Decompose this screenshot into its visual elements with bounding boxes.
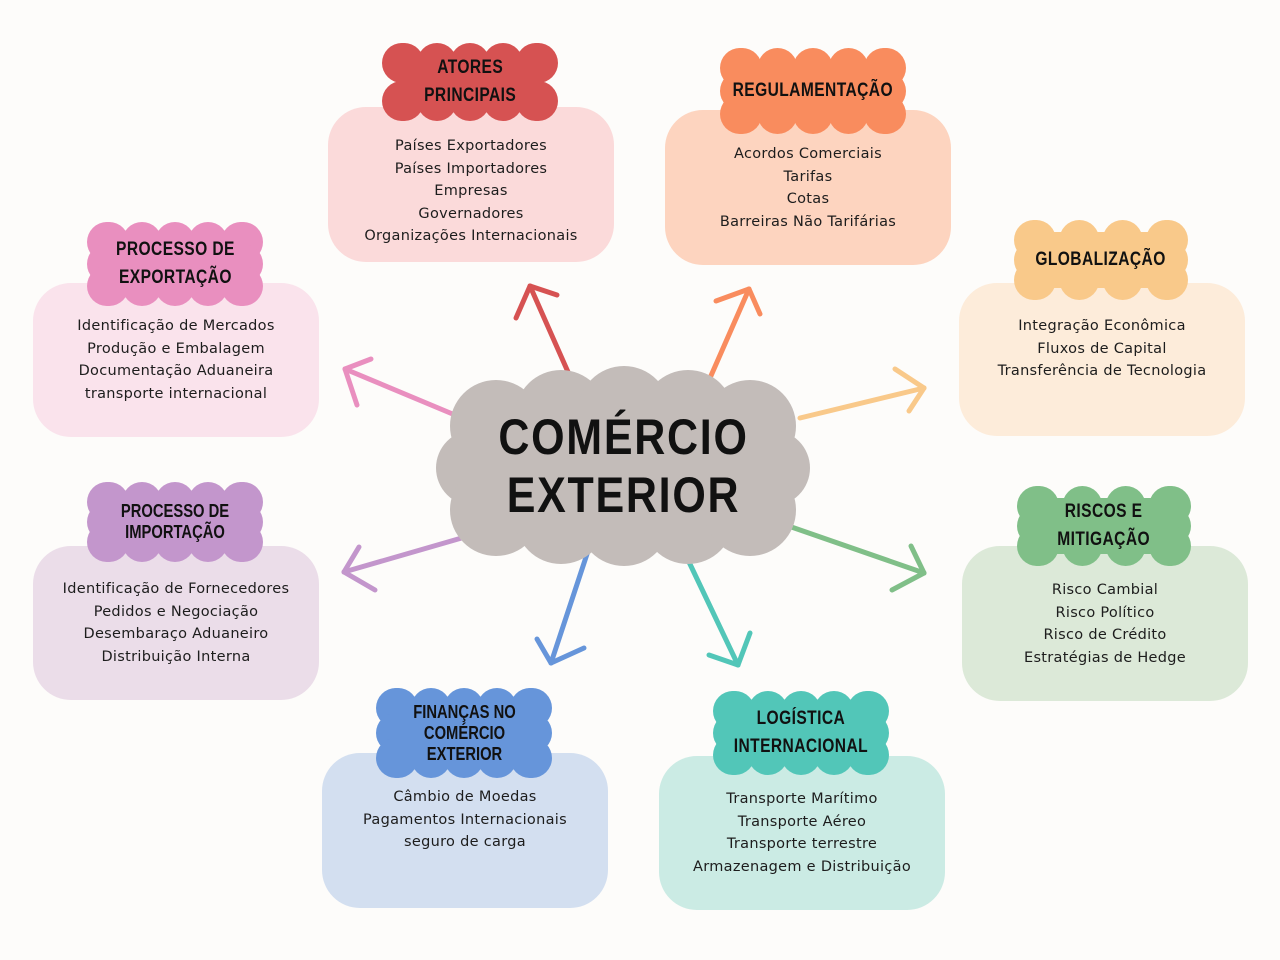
list-item: seguro de carga xyxy=(404,834,526,851)
card-processo-importacao: Identificação de Fornecedores Pedidos e … xyxy=(33,546,319,700)
list-item: Risco Cambial xyxy=(1051,582,1159,598)
item-list: Identificação de Mercados Produção e Emb… xyxy=(77,315,274,405)
list-item: Transporte Marítimo xyxy=(726,791,878,807)
list-item: Desembaraço Aduaneiro xyxy=(83,626,269,643)
list-item: Integração Econômica xyxy=(1018,318,1186,334)
item-list: Acordos Comerciais Tarifas Cotas Barreir… xyxy=(720,143,896,233)
list-item: Transporte terrestre xyxy=(726,836,878,853)
list-item: Estratégias de Hedge xyxy=(1023,649,1187,666)
card-logistica-internacional: Transporte Marítimo Transporte Aéreo Tra… xyxy=(659,756,945,910)
list-item: Risco de Crédito xyxy=(1043,627,1167,644)
arrow-regulamentacao xyxy=(707,286,763,381)
cloud-shape xyxy=(1014,220,1188,300)
header-regulamentacao[interactable]: REGULAMENTAÇÃO xyxy=(720,48,906,134)
list-item: Pagamentos Internacionais xyxy=(363,811,567,828)
list-item: Fluxos de Capital xyxy=(1037,340,1167,357)
list-item: Produção e Embalagem xyxy=(87,340,265,357)
item-list: Países Exportadores Países Importadores … xyxy=(364,135,577,248)
arrow-globalizacao xyxy=(797,366,927,421)
item-list: Integração Econômica Fluxos de Capital T… xyxy=(998,315,1207,383)
list-item: Armazenagem e Distribuição xyxy=(692,858,911,875)
list-item: Pedidos e Negociação xyxy=(93,603,259,620)
card-riscos-mitigacao: Risco Cambial Risco Político Risco de Cr… xyxy=(962,546,1248,701)
cloud-shape xyxy=(376,688,552,778)
cloud-shape xyxy=(720,48,906,134)
cloud-shape xyxy=(713,691,889,775)
list-item: Barreiras Não Tarifárias xyxy=(719,213,897,230)
node-title: ATORES PRINCIPAIS xyxy=(423,57,517,106)
list-item: Transporte Aéreo xyxy=(737,813,867,830)
cloud-shape xyxy=(382,43,558,121)
node-title: REGULAMENTAÇÃO xyxy=(732,80,894,101)
header-processo-importacao[interactable]: PROCESSO DE IMPORTAÇÃO xyxy=(87,482,263,562)
item-list: Risco Cambial Risco Político Risco de Cr… xyxy=(1024,579,1186,669)
node-title: GLOBALIZAÇÃO xyxy=(1035,249,1167,270)
node-title: PROCESSO DE IMPORTAÇÃO xyxy=(120,501,230,542)
list-item: Países Exportadores xyxy=(395,138,547,154)
list-item: transporte internacional xyxy=(84,385,268,402)
list-item: Cotas xyxy=(786,191,830,208)
list-item: Risco Político xyxy=(1055,604,1155,621)
central-topic-title: COMÉRCIO EXTERIOR xyxy=(497,409,749,523)
header-riscos-mitigacao[interactable]: RISCOS E MITIGAÇÃO xyxy=(1017,486,1191,566)
cloud-shape xyxy=(436,366,810,566)
header-globalizacao[interactable]: GLOBALIZAÇÃO xyxy=(1014,220,1188,300)
arrow-logistica-internacional xyxy=(686,559,753,668)
list-item: Documentação Aduaneira xyxy=(78,363,274,380)
item-list: Identificação de Fornecedores Pedidos e … xyxy=(63,578,290,668)
list-item: Acordos Comerciais xyxy=(733,146,882,162)
arrow-atores-principais xyxy=(513,283,571,375)
list-item: Câmbio de Moedas xyxy=(393,789,537,805)
node-title: RISCOS E MITIGAÇÃO xyxy=(1057,501,1151,550)
list-item: Distribuição Interna xyxy=(101,648,251,665)
header-processo-exportacao[interactable]: PROCESSO DE EXPORTAÇÃO xyxy=(87,222,263,306)
list-item: Identificação de Fornecedores xyxy=(62,581,290,597)
node-title: LOGÍSTICA INTERNACIONAL xyxy=(733,708,869,757)
header-logistica-internacional[interactable]: LOGÍSTICA INTERNACIONAL xyxy=(713,691,889,775)
list-item: Identificação de Mercados xyxy=(77,318,275,334)
list-item: Governadores xyxy=(418,205,524,222)
cloud-shape xyxy=(87,482,263,562)
card-processo-exportacao: Identificação de Mercados Produção e Emb… xyxy=(33,283,319,437)
card-regulamentacao: Acordos Comerciais Tarifas Cotas Barreir… xyxy=(665,110,951,265)
item-list: Câmbio de Moedas Pagamentos Internaciona… xyxy=(363,786,567,854)
header-atores-principais[interactable]: ATORES PRINCIPAIS xyxy=(382,43,558,121)
cloud-shape xyxy=(1017,486,1191,566)
card-globalizacao: Integração Econômica Fluxos de Capital T… xyxy=(959,283,1245,436)
list-item: Transferência de Tecnologia xyxy=(997,363,1207,380)
item-list: Transporte Marítimo Transporte Aéreo Tra… xyxy=(693,788,911,878)
card-financas-comercio-exterior: Câmbio de Moedas Pagamentos Internaciona… xyxy=(322,753,608,908)
cloud-shape xyxy=(87,222,263,306)
list-item: Países Importadores xyxy=(394,160,548,177)
list-item: Tarifas xyxy=(783,168,833,185)
central-topic[interactable]: COMÉRCIO EXTERIOR xyxy=(436,366,810,566)
list-item: Organizações Internacionais xyxy=(364,228,578,245)
header-financas-comercio-exterior[interactable]: FINANÇAS NO COMÉRCIO EXTERIOR xyxy=(376,688,552,778)
node-title: PROCESSO DE EXPORTAÇÃO xyxy=(115,239,235,288)
list-item: Empresas xyxy=(434,183,508,200)
card-atores-principais: Países Exportadores Países Importadores … xyxy=(328,107,614,262)
node-title: FINANÇAS NO COMÉRCIO EXTERIOR xyxy=(412,701,516,764)
